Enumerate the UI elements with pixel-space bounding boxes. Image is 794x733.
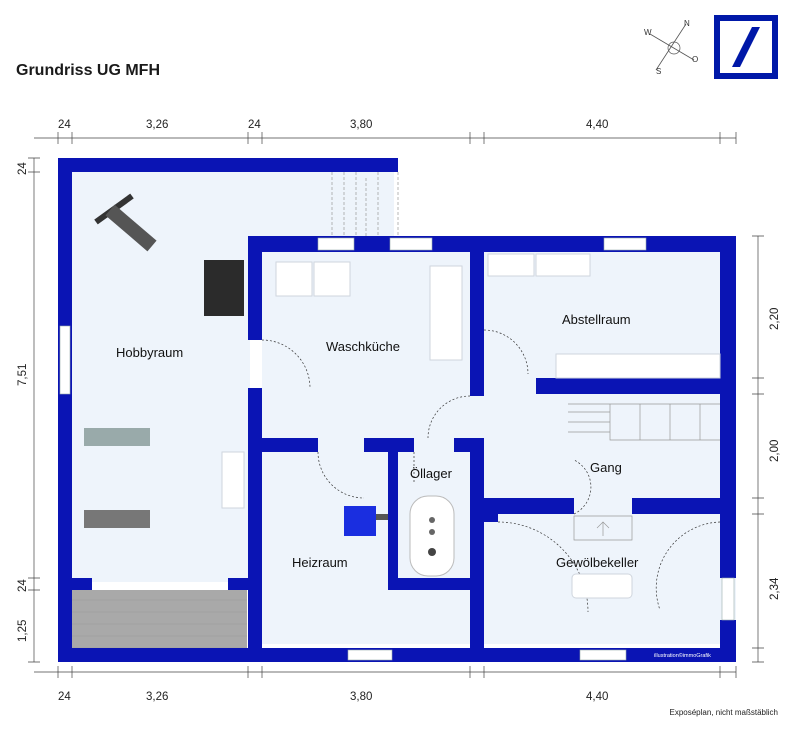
compass-icon: N W O S xyxy=(644,19,698,76)
dimension-lines xyxy=(28,132,764,678)
weight-rack-icon xyxy=(204,260,244,316)
dim-right-0: 2,20 xyxy=(769,308,781,330)
label-hobbyraum: Hobbyraum xyxy=(116,345,183,360)
room-labels: Hobbyraum Waschküche Abstellraum Gang Öl… xyxy=(116,312,711,659)
staircase-lower xyxy=(568,403,720,541)
exercise-machine-icon xyxy=(84,428,150,446)
exercise-bike-icon xyxy=(84,510,150,528)
label-abstellraum: Abstellraum xyxy=(562,312,631,327)
dim-top-3: 3,80 xyxy=(350,119,372,131)
dim-bottom-3: 4,40 xyxy=(586,691,608,703)
dim-top-2: 24 xyxy=(248,119,261,131)
door-swings xyxy=(261,329,721,613)
illustration-credit: illustration©immoGrafik xyxy=(654,652,711,659)
label-gewoelbekeller: Gewölbekeller xyxy=(556,555,639,570)
windows xyxy=(59,237,735,661)
compass-o: O xyxy=(692,55,698,64)
dim-left-0: 24 xyxy=(17,162,29,175)
dimension-labels: 24 3,26 24 3,80 4,40 24 3,26 3,80 4,40 2… xyxy=(17,119,781,703)
plan-note: Exposéplan, nicht maßstäblich xyxy=(669,708,779,717)
dim-left-2: 24 xyxy=(17,579,29,592)
furniture xyxy=(84,193,721,599)
dim-bottom-0: 24 xyxy=(58,691,71,703)
brand-logo-icon xyxy=(714,15,778,79)
dim-top-0: 24 xyxy=(58,119,71,131)
dim-top-4: 4,40 xyxy=(586,119,608,131)
boiler-icon xyxy=(344,506,376,536)
dim-top-1: 3,26 xyxy=(146,119,168,131)
compass-w: W xyxy=(644,28,652,37)
dim-right-1: 2,00 xyxy=(769,440,781,462)
label-heizraum: Heizraum xyxy=(292,555,348,570)
dim-bottom-2: 3,80 xyxy=(350,691,372,703)
label-gang: Gang xyxy=(590,460,622,475)
label-waschkueche: Waschküche xyxy=(326,339,400,354)
label-oellager: Öllager xyxy=(410,466,453,481)
compass-s: S xyxy=(656,67,661,76)
dim-left-1: 7,51 xyxy=(17,364,29,386)
dim-left-3: 1,25 xyxy=(17,620,29,642)
plan-title: Grundriss UG MFH xyxy=(16,62,161,79)
staircase-upper xyxy=(331,172,399,236)
compass-n: N xyxy=(684,19,690,28)
dim-right-2: 2,34 xyxy=(769,577,781,600)
dim-bottom-1: 3,26 xyxy=(146,691,168,703)
